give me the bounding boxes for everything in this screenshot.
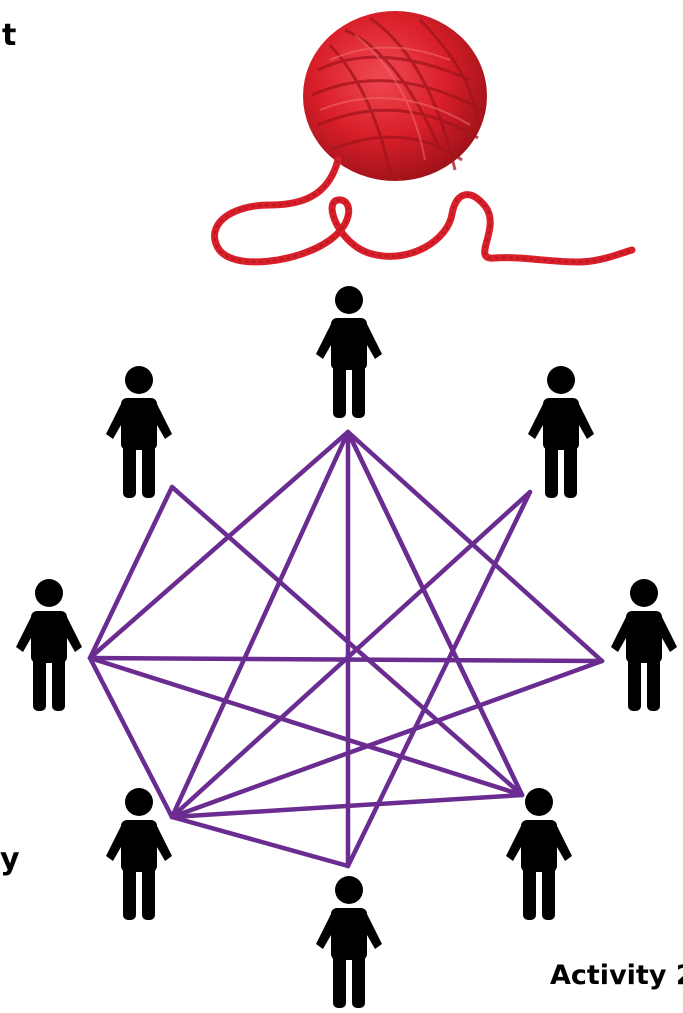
person-icon	[506, 788, 572, 920]
person-icon	[16, 579, 82, 711]
connection-line	[348, 492, 530, 866]
connection-line	[172, 817, 348, 866]
person-icon	[528, 366, 594, 498]
connection-line	[90, 658, 522, 795]
person-icon	[106, 788, 172, 920]
connection-line	[90, 487, 172, 658]
person-icon	[316, 286, 382, 418]
person-icon	[106, 366, 172, 498]
connection-line	[172, 432, 348, 817]
person-icon	[316, 876, 382, 1008]
connection-line	[90, 658, 602, 661]
person-icon	[611, 579, 677, 711]
red-yarn-ball-icon	[215, 11, 632, 262]
connection-line	[348, 432, 522, 795]
connection-line	[348, 432, 602, 661]
